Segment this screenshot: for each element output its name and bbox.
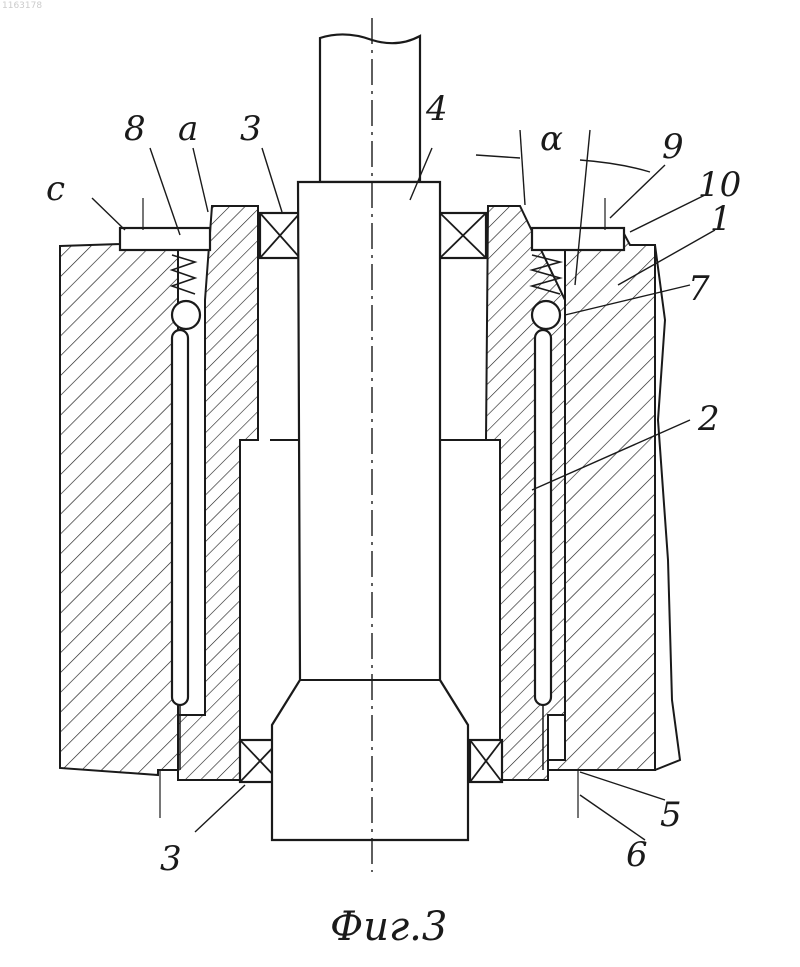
label-3-top: 3 [240,109,262,149]
label-2: 2 [697,399,720,439]
label-6: 6 [626,835,648,875]
label-a: a [178,109,198,149]
figure-caption: Фиг.3 [330,904,447,950]
shaft-4 [270,34,486,840]
label-3-bottom: 3 [160,839,182,879]
bearing-3-bottom-right [470,740,502,782]
label-9: 9 [662,127,684,167]
label-4: 4 [425,89,448,129]
bearing-3-top-right [440,213,486,258]
label-c: c [46,169,65,209]
label-7: 7 [688,269,710,309]
corner-mark: 1163178 [2,1,42,11]
label-8: 8 [124,109,146,149]
bearing-3-top-left [260,213,300,258]
label-5: 5 [660,795,682,835]
label-1: 1 [710,199,732,239]
label-alpha: α [540,119,563,159]
